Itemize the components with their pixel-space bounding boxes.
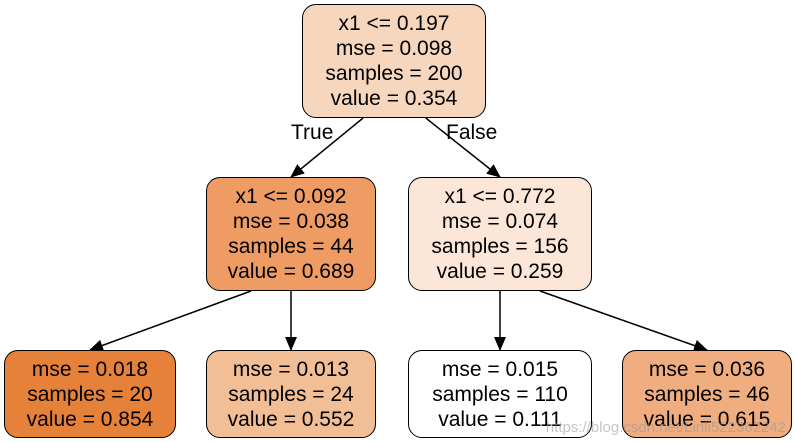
node-line: samples = 20	[27, 382, 153, 406]
edge-label-false: False	[446, 121, 498, 144]
node-line: value = 0.615	[643, 407, 771, 431]
node-line: value = 0.689	[227, 260, 355, 283]
node-line: value = 0.354	[330, 87, 458, 110]
node-line: mse = 0.074	[441, 210, 559, 233]
watermark: https://blog.csdn.net/Linli522362242	[545, 419, 786, 436]
node-line: samples = 46	[644, 382, 770, 406]
node-line: samples = 110	[432, 382, 568, 406]
node-line: mse = 0.018	[31, 357, 149, 381]
node-line: samples = 156	[431, 235, 569, 258]
edge-n0-n2	[425, 117, 501, 178]
node-line: mse = 0.038	[232, 210, 350, 233]
edge-n1-n3	[89, 290, 252, 352]
node-line: value = 0.259	[436, 260, 564, 283]
node-line: mse = 0.013	[232, 357, 350, 381]
node-line: x1 <= 0.772	[444, 185, 556, 208]
node-line: samples = 200	[325, 62, 463, 85]
node-line: x1 <= 0.197	[338, 12, 450, 35]
node-line: value = 0.111	[438, 407, 562, 431]
edge-n0-n1	[290, 117, 364, 178]
node-line: samples = 44	[228, 235, 354, 258]
node-line: mse = 0.036	[648, 357, 766, 381]
node-line: mse = 0.098	[335, 37, 453, 60]
edge-label-true: True	[291, 121, 334, 144]
node-line: value = 0.552	[227, 407, 355, 431]
edge-n2-n6	[539, 290, 708, 352]
node-line: x1 <= 0.092	[235, 185, 347, 208]
node-line: value = 0.854	[26, 407, 154, 431]
node-line: samples = 24	[228, 382, 354, 406]
node-line: mse = 0.015	[441, 357, 559, 381]
